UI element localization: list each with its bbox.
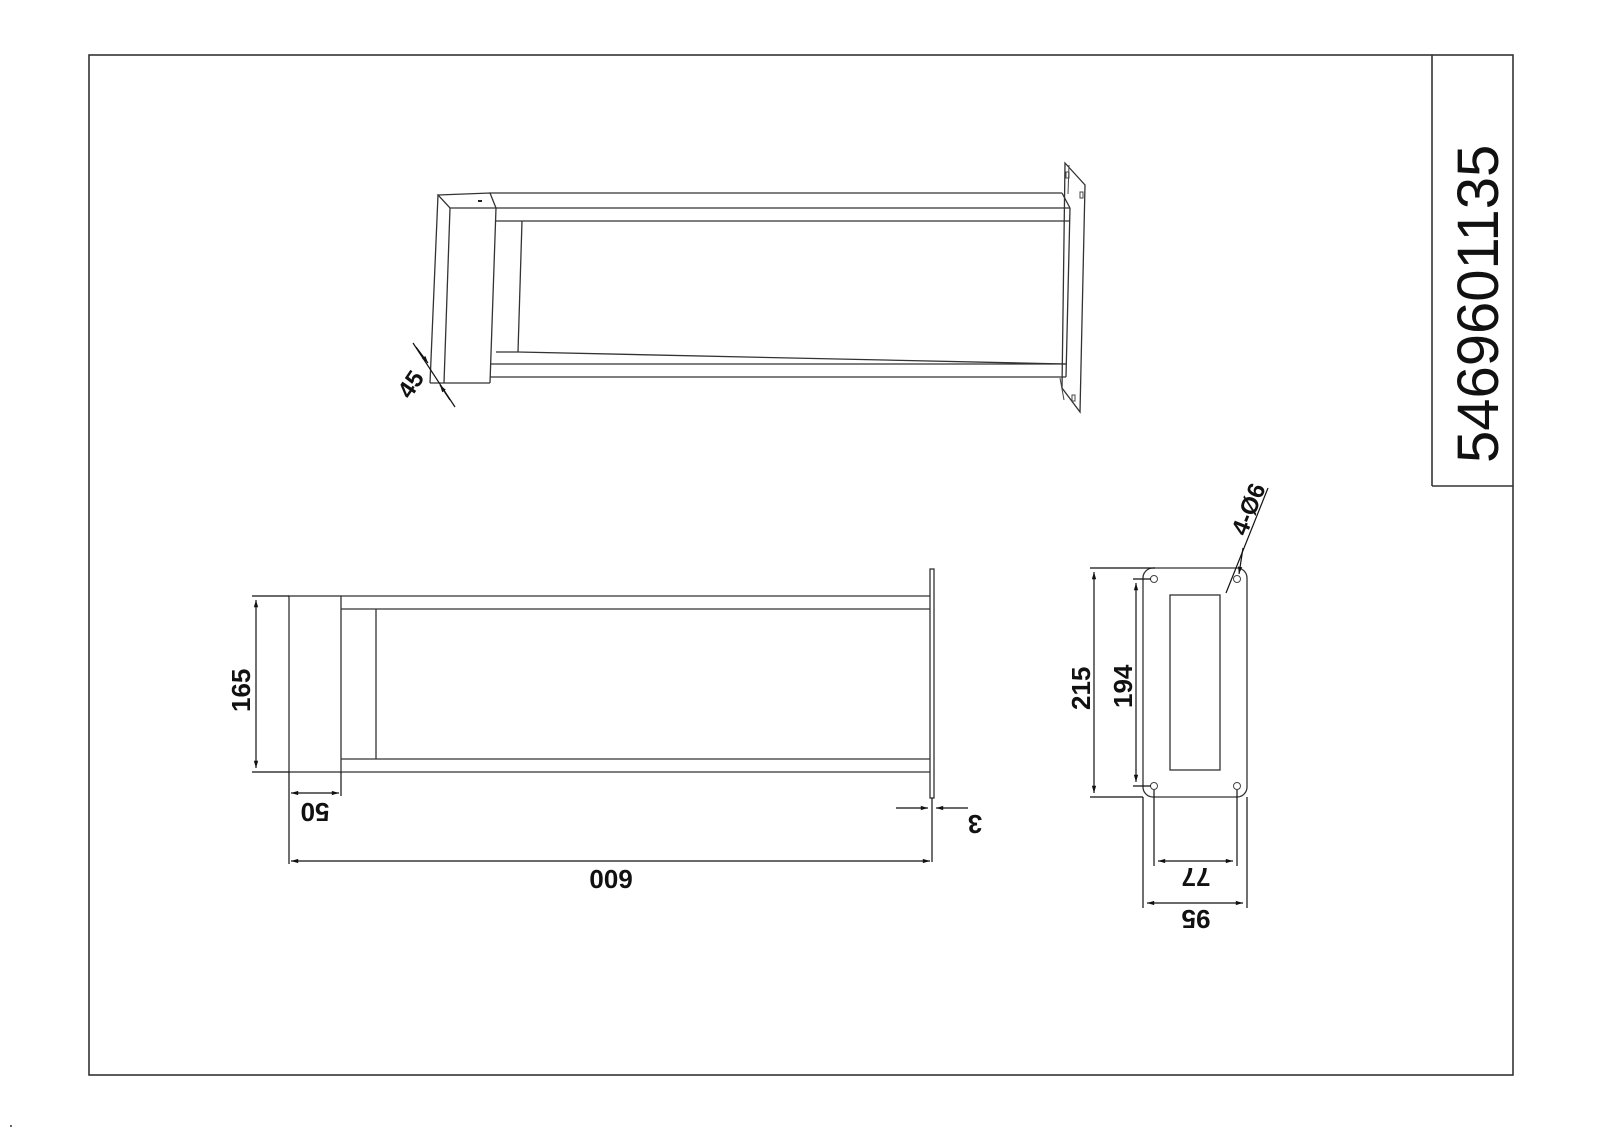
mounting-hole-tr: [1233, 575, 1241, 583]
dim-hole-spacing-194: 194: [1108, 664, 1138, 708]
dim-head-width-50: 50: [301, 797, 330, 827]
dim-plate-width-95: 95: [1182, 904, 1211, 934]
part-number: 5469601135: [1446, 145, 1511, 463]
mounting-plate-view: 215 194 77 95 4-Ø6: [1066, 480, 1272, 934]
drawing-frame: [10, 54, 1514, 1127]
dim-holes-4x6: 4-Ø6: [1227, 480, 1272, 540]
mounting-hole-br: [1233, 782, 1241, 790]
dim-length-600: 600: [589, 864, 632, 894]
dim-hole-spacing-77: 77: [1182, 862, 1211, 892]
mounting-hole-bl: [1150, 782, 1158, 790]
dim-plate-thickness-3: 3: [968, 809, 982, 839]
side-view: 165 50 3 600: [226, 568, 982, 894]
dim-depth-45: 45: [393, 366, 430, 403]
isometric-view: 45: [393, 161, 1086, 414]
mounting-hole-tl: [1150, 575, 1158, 583]
title-block: 5469601135: [1446, 145, 1511, 463]
dim-height-165: 165: [226, 669, 256, 712]
dim-plate-height-215: 215: [1066, 667, 1096, 710]
